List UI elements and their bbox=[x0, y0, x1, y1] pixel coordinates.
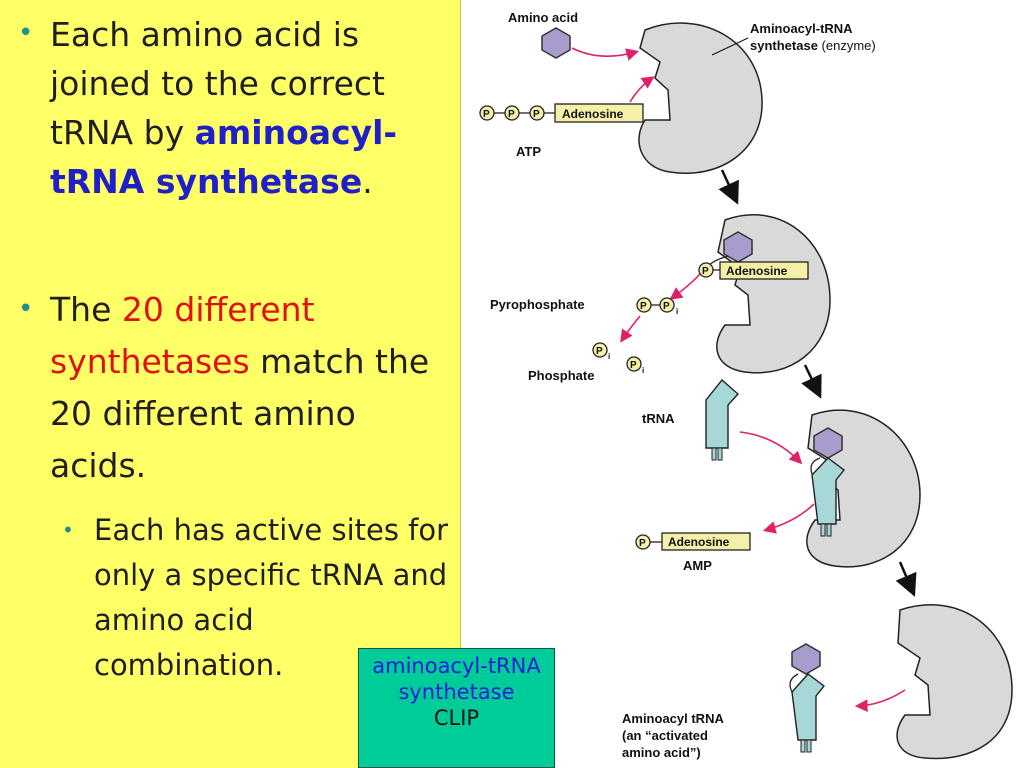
sub-bullet-1: • Each has active sites for only a speci… bbox=[62, 508, 452, 688]
aminoacyl-trna-label: Aminoacyl tRNA bbox=[622, 711, 724, 726]
trna-molecule bbox=[791, 673, 825, 753]
pink-arrow bbox=[571, 47, 640, 61]
amp-molecule: P Adenosine bbox=[635, 532, 751, 551]
svg-text:synthetase (enzyme): synthetase (enzyme) bbox=[750, 38, 876, 53]
adenosine-box bbox=[554, 103, 644, 123]
svg-text:P: P bbox=[508, 109, 515, 120]
svg-text:P: P bbox=[663, 301, 670, 312]
enzyme-label-rest: (enzyme) bbox=[822, 38, 876, 53]
clip-label: CLIP bbox=[433, 706, 480, 730]
pink-arrow bbox=[620, 315, 641, 343]
aminoacyl-trna-diagram: Amino acid Aminoacyl-tRNA synthetase (en… bbox=[479, 10, 1013, 760]
enzyme-shape bbox=[638, 22, 763, 174]
svg-text:i: i bbox=[608, 352, 610, 361]
clip-link-box[interactable]: aminoacyl-tRNA synthetase CLIP bbox=[358, 648, 555, 768]
step-arrow bbox=[718, 169, 739, 205]
clip-link[interactable]: aminoacyl-tRNA synthetase bbox=[372, 654, 541, 704]
bullet-1: • Each amino acid is joined to the corre… bbox=[18, 10, 448, 206]
pink-arrow bbox=[669, 273, 701, 300]
svg-text:Adenosine: Adenosine bbox=[668, 535, 730, 549]
pink-arrow bbox=[739, 431, 803, 465]
bullet-dot: • bbox=[62, 518, 74, 542]
pink-arrow bbox=[854, 689, 906, 712]
pink-arrow bbox=[629, 76, 655, 103]
phosphate-label: Phosphate bbox=[528, 368, 594, 383]
trna-label: tRNA bbox=[642, 411, 675, 426]
amino-acid-hexagon bbox=[791, 643, 821, 675]
bullet-1-emphasis: aminoacyl-tRNA synthetase bbox=[50, 113, 398, 201]
svg-text:P: P bbox=[639, 538, 646, 549]
bullet-dot: • bbox=[18, 18, 34, 48]
activated-label-line1: (an “activated bbox=[622, 728, 708, 743]
adenosine-box bbox=[661, 532, 751, 551]
amino-acid-hexagon bbox=[813, 427, 843, 459]
phosphate-circle bbox=[659, 297, 675, 313]
bullet-2-text-start: The bbox=[50, 290, 112, 329]
amp-label: AMP bbox=[683, 558, 712, 573]
svg-text:P: P bbox=[483, 109, 490, 120]
atp-molecule: P P P Adenosine bbox=[479, 103, 644, 123]
svg-text:i: i bbox=[642, 366, 644, 375]
pyrophosphate-label: Pyrophosphate bbox=[490, 297, 585, 312]
bullet-1-text: Each amino acid is joined to the correct… bbox=[50, 15, 385, 152]
svg-text:P: P bbox=[533, 109, 540, 120]
activated-label-line2: amino acid”) bbox=[622, 745, 701, 760]
enzyme-shape bbox=[896, 604, 1013, 760]
adenosine-box bbox=[719, 261, 809, 280]
amino-acid-hexagon bbox=[541, 27, 571, 59]
enzyme-label-line1: Aminoacyl-tRNA bbox=[750, 21, 853, 36]
step-arrow bbox=[801, 364, 822, 399]
svg-text:Adenosine: Adenosine bbox=[726, 264, 788, 278]
bullet-2-emphasis: 20 different synthetases bbox=[50, 290, 315, 381]
trna-molecule bbox=[705, 378, 739, 461]
bullet-2-text-end: match the 20 different amino acids. bbox=[50, 342, 430, 485]
enzyme-label-bold: synthetase bbox=[750, 38, 818, 53]
svg-text:P: P bbox=[640, 301, 647, 312]
bullet-2: • The 20 different synthetases match the… bbox=[18, 284, 448, 492]
phosphate-circle bbox=[626, 356, 642, 372]
phosphate-circle bbox=[592, 342, 608, 358]
svg-text:Adenosine: Adenosine bbox=[562, 107, 624, 121]
text-panel: • Each amino acid is joined to the corre… bbox=[0, 0, 461, 768]
trna-molecule bbox=[811, 457, 845, 537]
bullet-dot: • bbox=[18, 294, 34, 324]
svg-text:P: P bbox=[702, 266, 709, 277]
enzyme-label-pointer bbox=[711, 37, 749, 56]
bullet-1-end: . bbox=[362, 162, 373, 201]
svg-text:P: P bbox=[630, 360, 637, 371]
atp-label: ATP bbox=[516, 144, 541, 159]
step-arrow bbox=[895, 561, 917, 597]
svg-text:P: P bbox=[596, 346, 603, 357]
sub-bullet-1-text: Each has active sites for only a specifi… bbox=[94, 513, 449, 682]
svg-text:i: i bbox=[676, 307, 678, 316]
amino-acid-hexagon bbox=[723, 231, 753, 263]
pink-arrow bbox=[762, 503, 815, 534]
amino-acid-label: Amino acid bbox=[508, 10, 578, 25]
